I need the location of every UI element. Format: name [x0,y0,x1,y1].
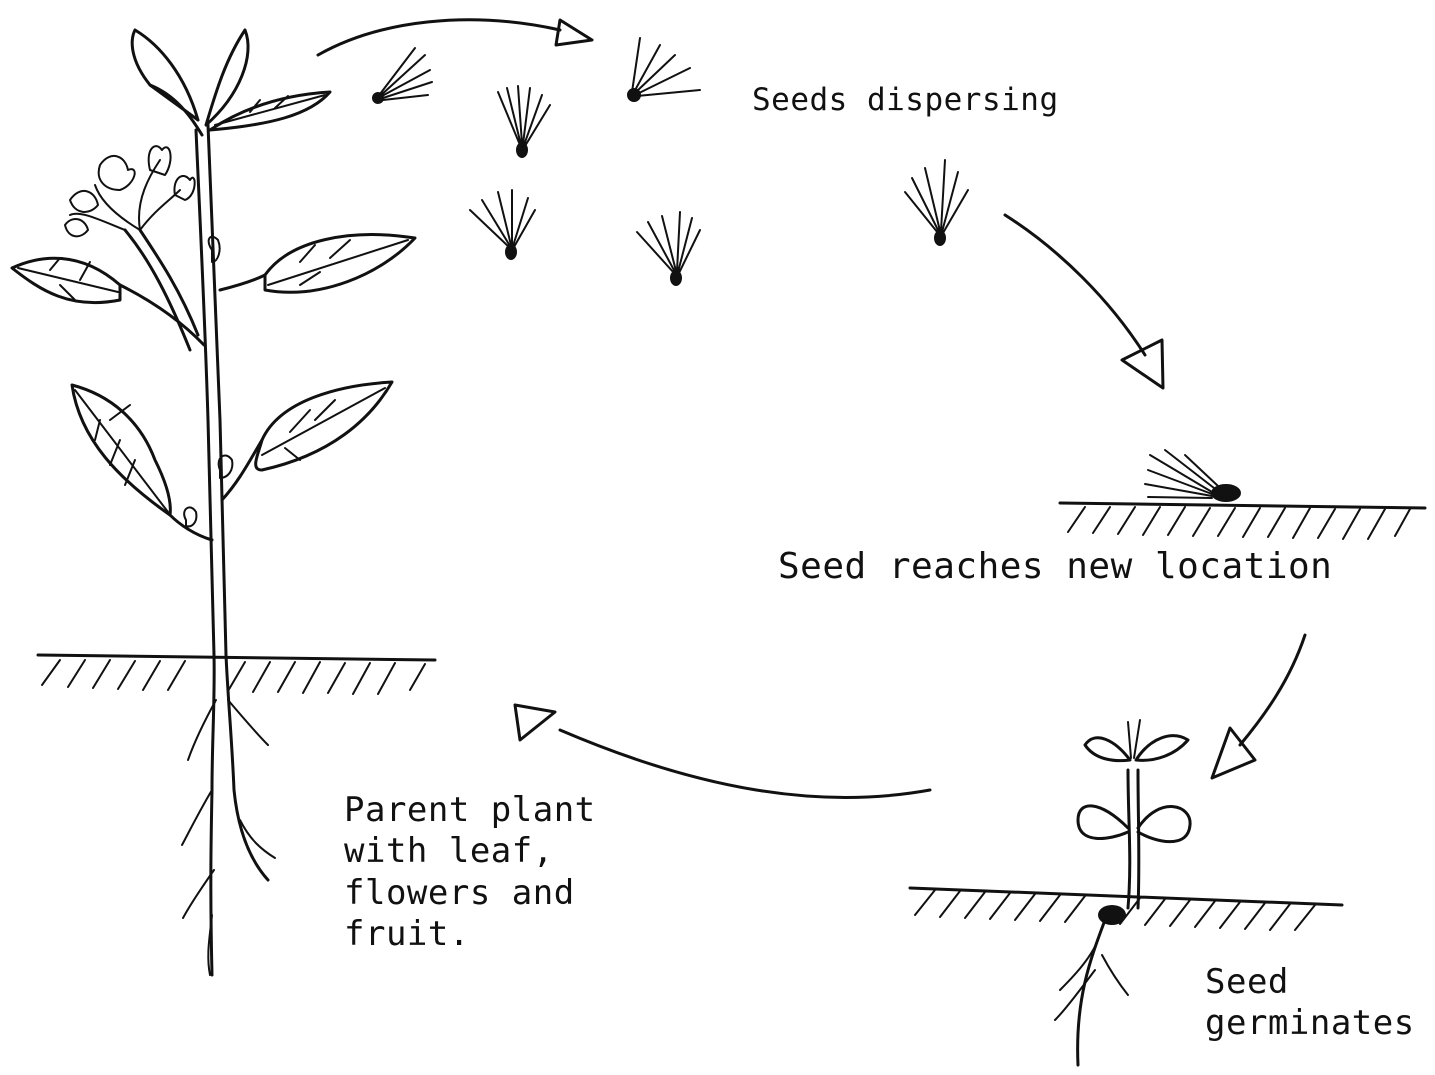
parent-ground [38,655,435,694]
label-seed-new-location: Seed reaches new location [778,545,1332,589]
arrow-to-parent [515,705,930,798]
seed-on-ground [1060,450,1425,539]
bud-3 [184,507,196,526]
parent-roots [182,655,275,975]
arrow-to-germination [1212,635,1305,778]
seed-4 [470,190,535,260]
flower-2 [174,176,194,200]
leaf-lower-right [222,382,392,500]
leaf-middle-left [12,258,204,345]
top-leaves [132,30,330,135]
label-parent-plant: Parent plant with leaf, flowers and frui… [344,790,596,956]
seed-1 [372,48,432,104]
seed-2 [627,38,700,102]
flower-branch [65,146,198,350]
parent-stem [196,125,226,655]
arrow-to-new-location [1005,215,1163,388]
label-seed-germinates: Seed germinates [1205,962,1415,1045]
seed-5 [637,212,700,286]
flower-5 [65,219,88,236]
flower-3 [99,156,135,190]
dispersing-seeds [372,38,968,286]
leaf-middle-right [220,235,415,293]
seed-3 [498,86,550,158]
flower-4 [70,191,98,212]
leaf-lower-left [72,385,212,540]
seed-6 [905,160,968,246]
label-seeds-dispersing: Seeds dispersing [752,82,1059,120]
arrow-to-dispersal [318,20,592,55]
